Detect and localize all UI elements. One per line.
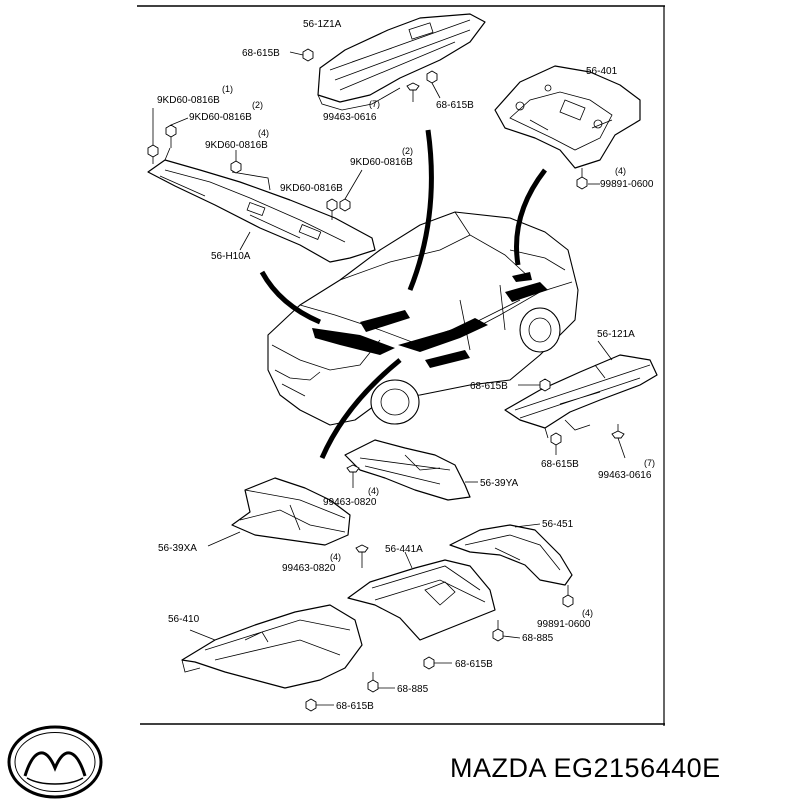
- label-56-451: 56-451: [542, 519, 574, 530]
- label-99463-0820-a: 99463-0820: [323, 497, 377, 508]
- label-qty4-a: (4): [615, 166, 626, 176]
- label-68-615b-d: 68-615B: [541, 459, 579, 470]
- label-qty7-a: (7): [369, 99, 380, 109]
- bolt-9kd-5: [326, 198, 338, 220]
- part-56-121a: [504, 354, 658, 439]
- part-56-39xa: [231, 477, 351, 546]
- bolt-68-615b-b: [426, 70, 441, 99]
- label-68-615b-f: 68-615B: [336, 701, 374, 712]
- label-56-39ya: 56-39YA: [480, 478, 519, 489]
- label-99463-0616-b: 99463-0616: [598, 470, 652, 481]
- leader-56-h10a: [239, 231, 251, 251]
- bolt-99463-0616-a: [406, 82, 420, 102]
- label-68-615b-e: 68-615B: [455, 659, 493, 670]
- label-56-h10a: 56-H10A: [211, 251, 251, 262]
- part-56-451: [449, 524, 573, 586]
- label-68-615b-b: 68-615B: [436, 100, 474, 111]
- label-56-121a: 56-121A: [597, 329, 635, 340]
- leader-56-410: [189, 629, 216, 641]
- label-68-615b-a: 68-615B: [242, 48, 280, 59]
- footer-part-number: MAZDA EG2156440E: [450, 753, 721, 783]
- label-qty2-b: (2): [402, 146, 413, 156]
- leader-56-39xa: [207, 531, 241, 547]
- car-outline: [267, 211, 579, 426]
- label-qty4-d: (4): [330, 552, 341, 562]
- arrow-under: [319, 358, 402, 459]
- label-68-885-b: 68-885: [397, 684, 429, 695]
- mazda-logo-icon: [7, 725, 103, 799]
- label-68-885-a: 68-885: [522, 633, 554, 644]
- label-99891-0600-a: 99891-0600: [600, 179, 654, 190]
- label-9kd-1: 9KD60-0816B: [157, 95, 220, 106]
- bolt-9kd-4: [339, 169, 363, 212]
- arrow-cowl: [259, 270, 321, 325]
- part-56-410: [181, 604, 363, 689]
- bolt-99891-0600-a: [576, 168, 600, 190]
- label-56-401: 56-401: [586, 66, 618, 77]
- bolt-68-615b-e: [423, 656, 452, 670]
- label-68-615b-c: 68-615B: [470, 381, 508, 392]
- bolt-68-615b-c: [518, 378, 551, 392]
- label-99891-0600-b: 99891-0600: [537, 619, 591, 630]
- bolt-68-615b-f: [305, 698, 334, 712]
- bolt-68-615b-d: [550, 432, 562, 455]
- label-56-1z1a: 56-1Z1A: [303, 19, 342, 30]
- leader-56-451: [514, 523, 541, 528]
- bolt-99463-0820-b: [355, 544, 369, 568]
- label-qty4-e: (4): [582, 608, 593, 618]
- label-56-441a: 56-441A: [385, 544, 423, 555]
- car-underbody-marks: [312, 272, 548, 368]
- label-9kd-3: 9KD60-0816B: [205, 140, 268, 151]
- bolt-68-885-a: [492, 620, 521, 642]
- leader-56-441a: [404, 551, 413, 569]
- bolt-68-615b-a: [289, 48, 314, 62]
- label-9kd-4: 9KD60-0816B: [350, 157, 413, 168]
- bolt-9kd-2: [165, 117, 189, 148]
- bolt-99463-0820-a: [346, 464, 360, 488]
- arrow-rear: [514, 168, 547, 266]
- part-56-401: [494, 65, 641, 169]
- label-99463-0820-b: 99463-0820: [282, 563, 336, 574]
- label-9kd-5: 9KD60-0816B: [280, 183, 343, 194]
- label-99463-0616-a: 99463-0616: [323, 112, 377, 123]
- bolt-99891-0600-b: [562, 585, 574, 608]
- bolt-68-885-b: [367, 672, 395, 693]
- label-qty2-a: (2): [252, 100, 263, 110]
- bolt-9kd-1: [147, 108, 159, 164]
- part-56-39ya: [344, 439, 471, 501]
- bolt-9kd-3: [230, 150, 242, 174]
- label-qty7-b: (7): [644, 458, 655, 468]
- label-9kd-2: 9KD60-0816B: [189, 112, 252, 123]
- label-qty4-c: (4): [368, 486, 379, 496]
- label-56-39xa: 56-39XA: [158, 543, 197, 554]
- label-qty4-b: (4): [258, 128, 269, 138]
- part-56-h10a: [147, 147, 376, 263]
- part-56-1z1a: [317, 13, 486, 111]
- label-qty1: (1): [222, 84, 233, 94]
- bolt-99463-0616-b: [611, 424, 626, 459]
- part-56-441a: [347, 559, 496, 641]
- label-56-410: 56-410: [168, 614, 200, 625]
- leader-56-121a: [597, 340, 613, 361]
- arrow-front: [407, 129, 434, 291]
